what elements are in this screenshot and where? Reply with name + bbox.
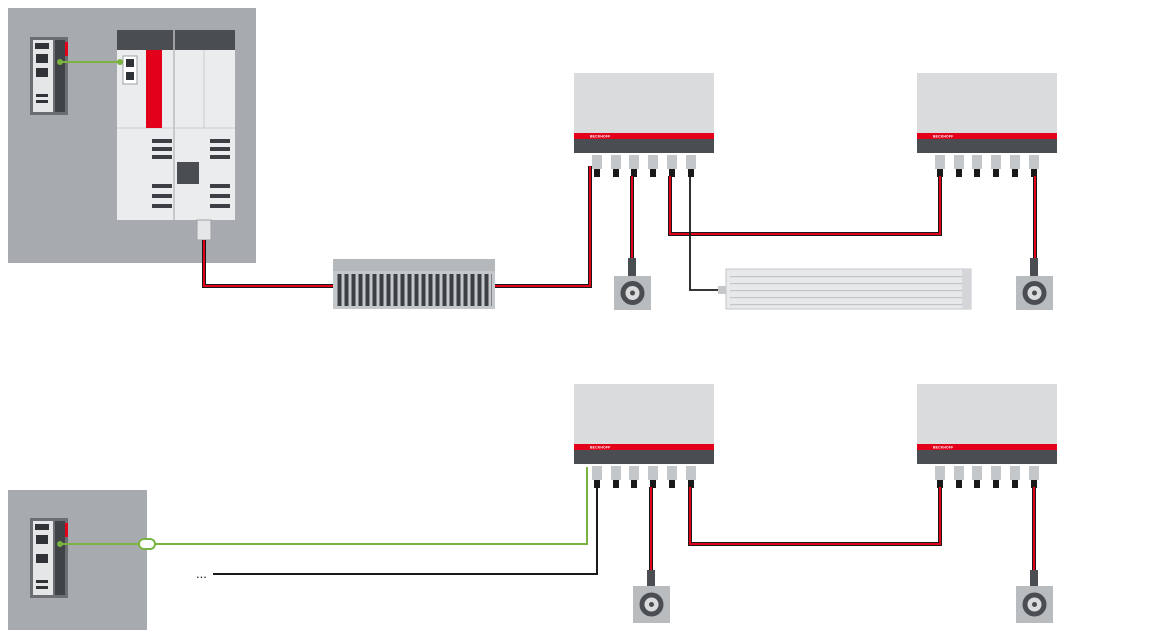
drive-module-icon: BECKHOFF	[574, 73, 714, 177]
drive-brand-label: BECKHOFF	[590, 446, 610, 450]
servo-motor-icon	[633, 570, 670, 623]
power-cable-icon	[630, 176, 1037, 291]
drive-module-icon: BECKHOFF	[917, 73, 1057, 177]
supply-line: ...	[196, 486, 598, 581]
drive-brand-label: BECKHOFF	[590, 135, 610, 139]
power-cable-icon	[202, 166, 592, 288]
industrial-pc-icon	[30, 37, 68, 115]
control-cabinet-bottom	[8, 490, 147, 630]
drive-module-icon: BECKHOFF	[574, 384, 714, 488]
power-supply-icon	[333, 259, 495, 309]
drive-module-icon: BECKHOFF	[917, 384, 1057, 488]
servo-motor-icon	[1016, 258, 1053, 310]
industrial-pc-icon	[30, 518, 68, 598]
drive-brand-label: BECKHOFF	[933, 135, 953, 139]
linear-motor-icon	[718, 268, 972, 310]
power-cable-icon	[649, 487, 1036, 570]
ethercat-cable-icon	[57, 467, 588, 550]
drive-brand-label: BECKHOFF	[933, 446, 953, 450]
ethercat-cable-icon	[57, 59, 123, 65]
servo-motor-icon	[614, 258, 651, 310]
continuation-dots: ...	[196, 566, 207, 581]
main-controller-module	[117, 30, 235, 241]
servo-motor-icon	[1016, 570, 1053, 623]
